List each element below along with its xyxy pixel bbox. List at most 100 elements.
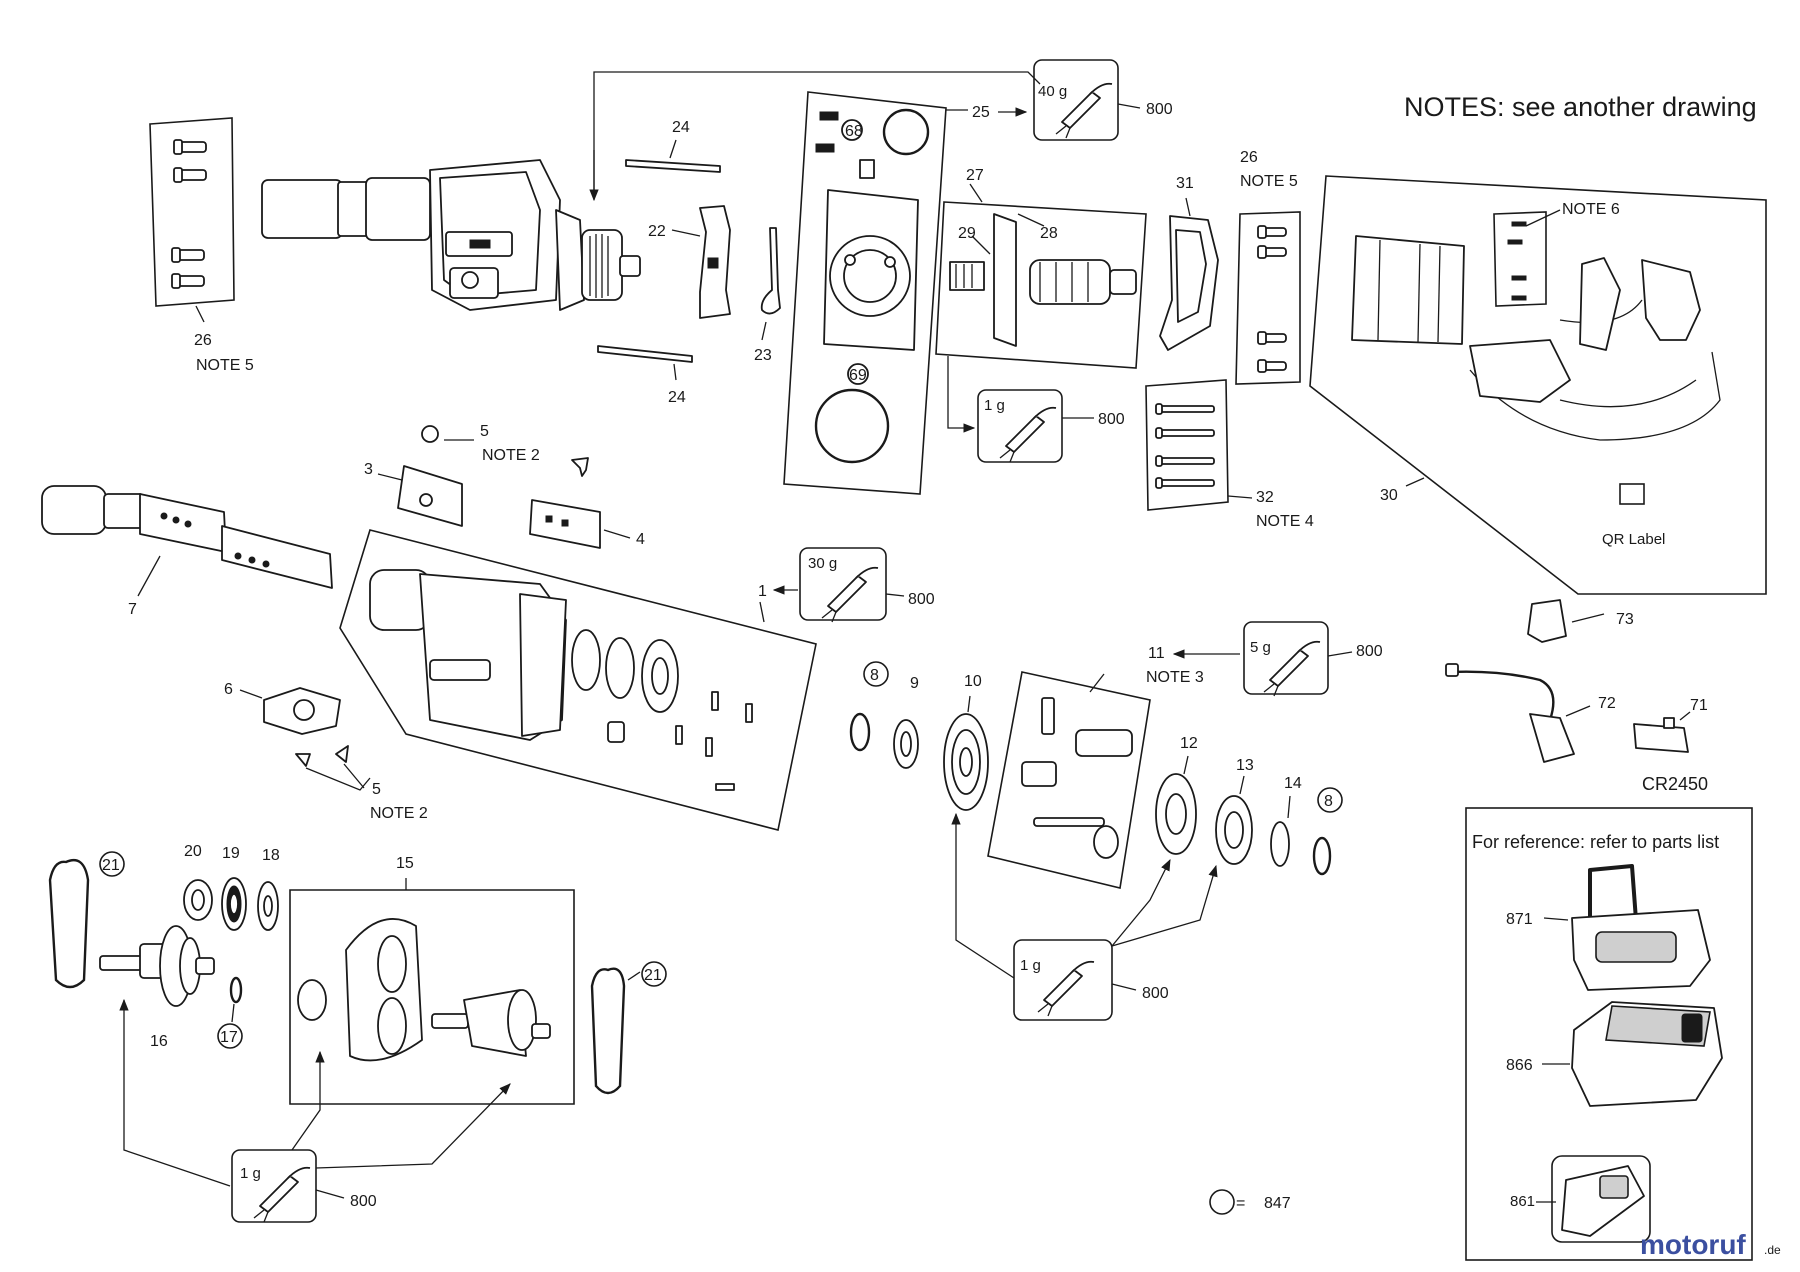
grease-label-5g: 5 g <box>1250 639 1271 656</box>
callout-15: 15 <box>396 855 414 872</box>
screw-5-top <box>421 425 474 443</box>
snap-ring-17 <box>229 976 243 1023</box>
callout-5-top: 5 <box>480 423 489 440</box>
note-2-top: NOTE 2 <box>482 447 540 464</box>
intermediate-flange-panel <box>783 91 968 495</box>
watermark-suffix: .de <box>1764 1243 1781 1257</box>
callout-847: 847 <box>1264 1195 1291 1212</box>
bracket-6 <box>239 687 341 735</box>
brush-holder-31 <box>1159 197 1219 351</box>
grease-tube-1g-bottom <box>231 1149 345 1223</box>
callout-8-right: 8 <box>1324 793 1333 810</box>
grease-label-30g: 30 g <box>808 555 837 572</box>
callout-14: 14 <box>1284 775 1302 792</box>
callout-866: 866 <box>1506 1057 1533 1074</box>
note-4: NOTE 4 <box>1256 513 1314 530</box>
callout-31: 31 <box>1176 175 1194 192</box>
callout-29: 29 <box>958 225 976 242</box>
qr-label: QR Label <box>1602 531 1665 548</box>
screw-set-32 <box>1145 379 1253 511</box>
gear-cover-panel-15 <box>289 878 575 1105</box>
callout-12: 12 <box>1180 735 1198 752</box>
cover-plate-4 <box>529 499 631 549</box>
grease-tube-1g-armature <box>977 389 1094 463</box>
module-73 <box>1527 599 1605 643</box>
callout-20: 20 <box>184 843 202 860</box>
o-ring-21-right <box>590 967 641 1095</box>
callout-24-upper: 24 <box>672 119 690 136</box>
callout-32: 32 <box>1256 489 1274 506</box>
grease-tube-5g <box>1243 621 1353 697</box>
washer-14 <box>1270 795 1291 867</box>
battery-cell-label: CR2450 <box>1642 774 1708 794</box>
screw-5-bottom <box>295 745 371 791</box>
screw-set-26-right <box>1235 211 1301 385</box>
note-6: NOTE 6 <box>1562 201 1620 218</box>
o-ring-21-left <box>48 858 90 989</box>
cable-72 <box>1445 663 1591 763</box>
note-3: NOTE 3 <box>1146 669 1204 686</box>
callout-21-left: 21 <box>102 857 120 874</box>
callout-800-top: 800 <box>1146 101 1173 118</box>
shaft-gear-16 <box>99 925 215 1007</box>
gear-13 <box>1215 775 1253 865</box>
callout-6: 6 <box>224 681 233 698</box>
callout-73: 73 <box>1616 611 1634 628</box>
handle-electronics-panel-30: NOTE 6 <box>1309 175 1767 595</box>
callout-4: 4 <box>636 531 645 548</box>
note-5-right: NOTE 5 <box>1240 173 1298 190</box>
grease-label-1g-gears: 1 g <box>1020 957 1041 974</box>
callout-800-housing: 800 <box>908 591 935 608</box>
callout-5-bottom: 5 <box>372 781 381 798</box>
gear-10 <box>943 695 989 811</box>
battery-pack-866 <box>1542 1001 1723 1107</box>
grease-label-1g-bottom: 1 g <box>240 1165 261 1182</box>
callout-72: 72 <box>1598 695 1616 712</box>
callout-871: 871 <box>1506 911 1533 928</box>
spring-clip-23 <box>760 227 781 341</box>
bearing-19 <box>221 877 247 931</box>
callout-800-armature: 800 <box>1098 411 1125 428</box>
retaining-ring-8-right <box>1312 836 1332 876</box>
screw-5-small <box>571 457 589 477</box>
spindle-7 <box>41 485 333 597</box>
cover-plate-3 <box>377 465 463 527</box>
note-2-bottom: NOTE 2 <box>370 805 428 822</box>
callout-861: 861 <box>1510 1193 1535 1210</box>
clutch-panel-11 <box>987 671 1151 889</box>
grease-tube-40g <box>1033 59 1141 141</box>
callout-800-bottom: 800 <box>350 1193 377 1210</box>
callout-26-right: 26 <box>1240 149 1258 166</box>
notes-heading: NOTES: see another drawing <box>1404 92 1757 122</box>
note-5-left: NOTE 5 <box>196 357 254 374</box>
charger-871 <box>1543 864 1711 991</box>
callout-10: 10 <box>964 673 982 690</box>
callout-24-lower: 24 <box>668 389 686 406</box>
o-ring-legend-847: = 847 <box>1209 1189 1291 1215</box>
carry-case-861 <box>1536 1155 1651 1243</box>
callout-71: 71 <box>1690 697 1708 714</box>
callout-26-left: 26 <box>194 332 212 349</box>
grease-label-1g-armature: 1 g <box>984 397 1005 414</box>
watermark: motoruf .de <box>1640 1229 1781 1260</box>
grease-tube-1g-gears <box>1013 939 1137 1021</box>
retaining-ring-8-left <box>849 712 871 752</box>
pin-24-lower <box>597 345 693 381</box>
grease-label-40g: 40 g <box>1038 83 1067 100</box>
pin-24-upper <box>625 139 721 173</box>
battery-holder-71 <box>1633 711 1691 753</box>
watermark-brand: motoruf <box>1640 1229 1746 1260</box>
callout-25: 25 <box>972 104 990 121</box>
washer-18 <box>257 881 279 931</box>
callout-27: 27 <box>966 167 984 184</box>
callout-28: 28 <box>1040 225 1058 242</box>
screw-set-26-left <box>149 117 235 323</box>
callout-9: 9 <box>910 675 919 692</box>
grease-tube-30g <box>799 547 905 623</box>
callout-68: 68 <box>845 123 863 140</box>
washer-9 <box>893 719 919 769</box>
callout-23: 23 <box>754 347 772 364</box>
reference-title: For reference: refer to parts list <box>1472 832 1719 852</box>
lever-22 <box>671 205 731 319</box>
